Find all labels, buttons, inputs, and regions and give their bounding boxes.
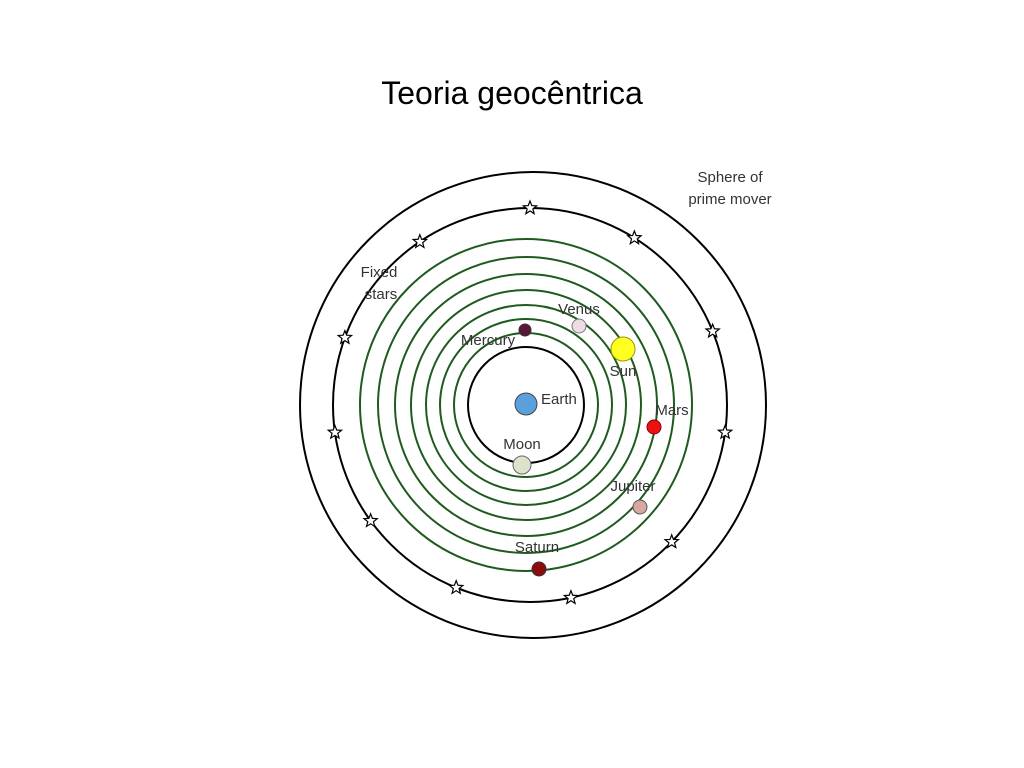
star-icon (663, 533, 680, 549)
planet-orbits (359, 238, 693, 572)
orbit-mars (394, 273, 658, 537)
label-earth: Earth (541, 391, 577, 408)
jupiter-body (632, 499, 648, 515)
mercury-body (518, 323, 532, 337)
star-icon (362, 512, 379, 528)
star-icon (562, 589, 580, 605)
orbit-mercury (439, 318, 613, 492)
venus-body (571, 318, 587, 334)
moon-body (512, 455, 532, 475)
earth-body (514, 392, 538, 416)
label-fixed-stars-line1: Fixed (361, 264, 398, 281)
star-icon (411, 233, 429, 249)
star-icon (704, 322, 721, 339)
label-venus: Venus (558, 301, 600, 318)
diagram-labels: Sphere of prime mover Fixed stars Earth … (361, 169, 772, 556)
slide-title: Teoria geocêntrica (381, 75, 643, 111)
label-moon: Moon (503, 436, 541, 453)
fixed-stars (326, 199, 734, 605)
sun-body (610, 336, 636, 362)
label-fixed-stars-line2: stars (365, 286, 398, 303)
orbit-venus (425, 304, 627, 506)
star-icon (521, 199, 539, 216)
star-icon (447, 578, 465, 595)
label-prime-mover-line1: Sphere of (697, 169, 763, 186)
prime-mover-sphere (299, 171, 767, 639)
label-prime-mover-line2: prime mover (688, 191, 771, 208)
label-jupiter: Jupiter (610, 478, 655, 495)
label-mercury: Mercury (461, 332, 516, 349)
star-icon (326, 423, 344, 440)
label-sun: Sun (610, 363, 637, 380)
label-mars: Mars (655, 402, 688, 419)
star-icon (626, 229, 643, 245)
star-icon (336, 328, 354, 345)
orbit-jupiter (377, 256, 675, 554)
label-saturn: Saturn (515, 539, 559, 556)
orbit-sun (410, 289, 642, 521)
orbit-saturn (359, 238, 693, 572)
saturn-body (531, 561, 547, 577)
star-icon (716, 423, 734, 440)
mars-body (646, 419, 662, 435)
